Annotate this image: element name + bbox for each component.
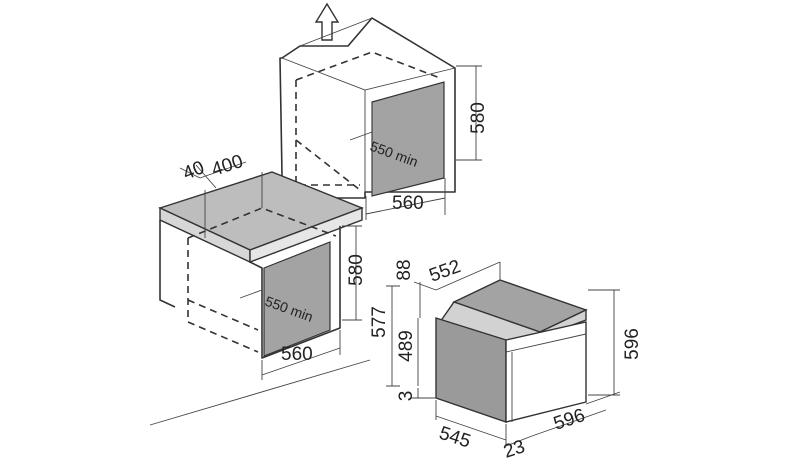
under-counter-unit (149, 161, 371, 426)
counter-gap-label: 40 (180, 157, 207, 184)
under-counter-cavity (263, 241, 331, 357)
oven-appliance (386, 261, 621, 447)
under-counter-width-label: 560 (281, 344, 313, 365)
oven-depth-total-label: 552 (427, 256, 464, 287)
oven-top-gap-label: 88 (394, 259, 415, 280)
oven-bottom-offset-label: 3 (396, 391, 417, 402)
oven-door-label: 23 (501, 436, 528, 463)
tall-unit-height-label: 580 (468, 102, 489, 134)
tall-unit-cavity (371, 81, 445, 197)
up-arrow-icon (314, 2, 340, 41)
oven-height-total-label: 577 (369, 306, 390, 338)
oven-body-height-label: 489 (396, 330, 417, 362)
under-counter-height-label: 580 (346, 254, 367, 286)
tall-unit-width-label: 560 (392, 193, 424, 214)
tall-unit (279, 2, 482, 220)
oven-height-label: 596 (622, 328, 643, 360)
counter-depth-label: 400 (209, 151, 246, 181)
countertop (158, 171, 364, 251)
oven-door (505, 321, 587, 423)
